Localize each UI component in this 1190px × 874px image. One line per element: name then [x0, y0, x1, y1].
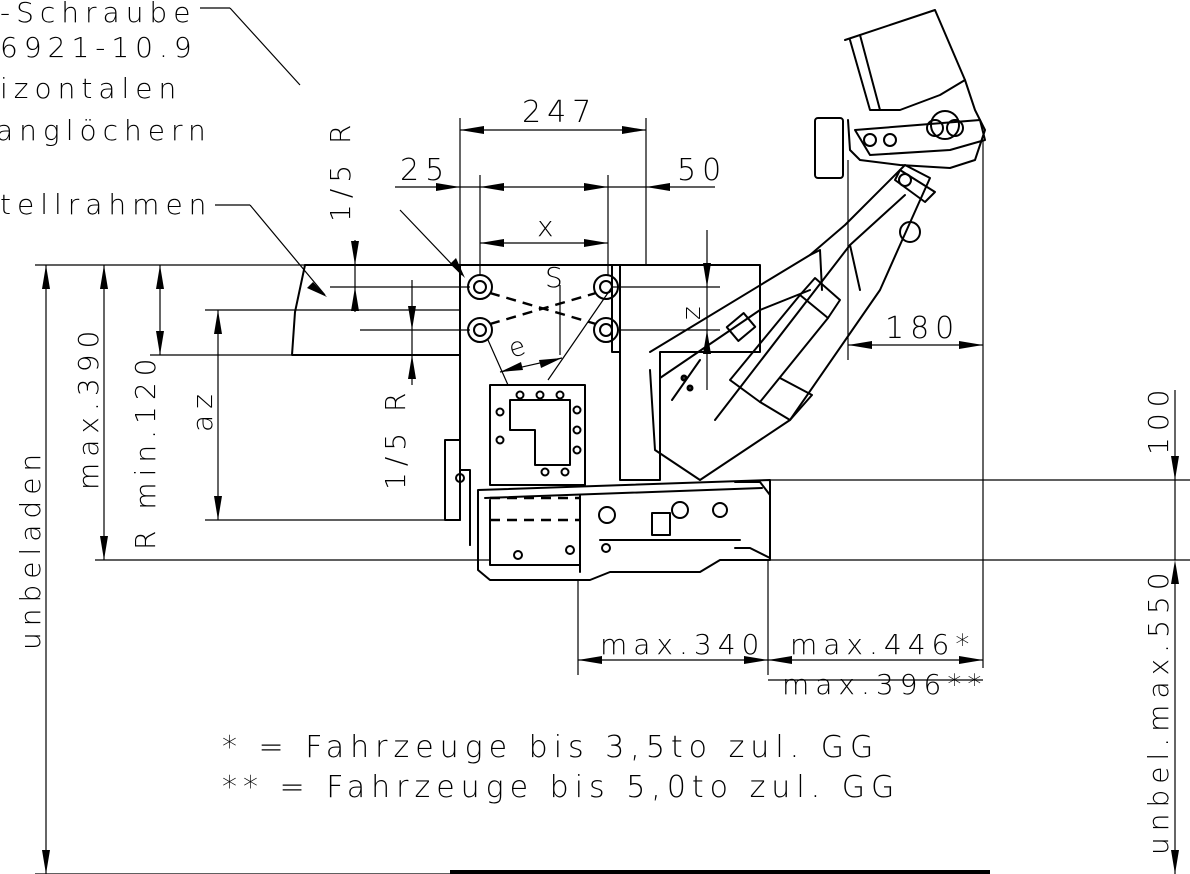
- dim-15r-bottom: 1/5 R: [379, 387, 412, 490]
- dim-e: e: [505, 329, 535, 364]
- dim-x: x: [537, 210, 560, 243]
- note-left-1: -Schraube: [0, 0, 196, 29]
- dim-15r-top: 1/5 R: [324, 119, 357, 222]
- dim-max340: max.340: [600, 628, 765, 661]
- dim-180: 180: [885, 311, 960, 346]
- dim-100: 100: [1142, 384, 1175, 455]
- dim-rmin120: R min.120: [129, 353, 162, 551]
- receiver-body: [469, 479, 771, 581]
- swivel-arm: [649, 164, 936, 481]
- coupling-head: [814, 9, 986, 179]
- dim-unbel-max550: unbel.max.550: [1142, 566, 1175, 855]
- note-left-4: anglöchern: [0, 114, 212, 147]
- legend-line-2: ** = Fahrzeuge bis 5,0to zul. GG: [222, 770, 900, 805]
- dim-az: az: [186, 388, 219, 432]
- note-left-3: izontalen: [0, 72, 182, 105]
- dimension-lines: [35, 7, 1190, 874]
- dim-unbeladen: unbeladen: [14, 448, 47, 650]
- coupling-plate: [489, 384, 586, 486]
- dim-max396: max.396**: [782, 668, 987, 701]
- dim-50: 50: [677, 153, 727, 188]
- labels: -Schraube 6921-10.9 izontalen anglöchern…: [0, 0, 1175, 855]
- dim-z: z: [677, 300, 707, 320]
- dim-247: 247: [522, 95, 597, 130]
- dim-25: 25: [400, 153, 450, 188]
- label-s: S: [545, 261, 569, 294]
- note-left-2: 6921-10.9: [0, 31, 198, 64]
- dim-max446: max.446*: [790, 628, 975, 661]
- bolt-holes: [467, 274, 619, 343]
- dim-max390: max.390: [72, 325, 105, 490]
- note-left-5: tellrahmen: [0, 188, 212, 221]
- legend-line-1: * = Fahrzeuge bis 3,5to zul. GG: [222, 730, 879, 765]
